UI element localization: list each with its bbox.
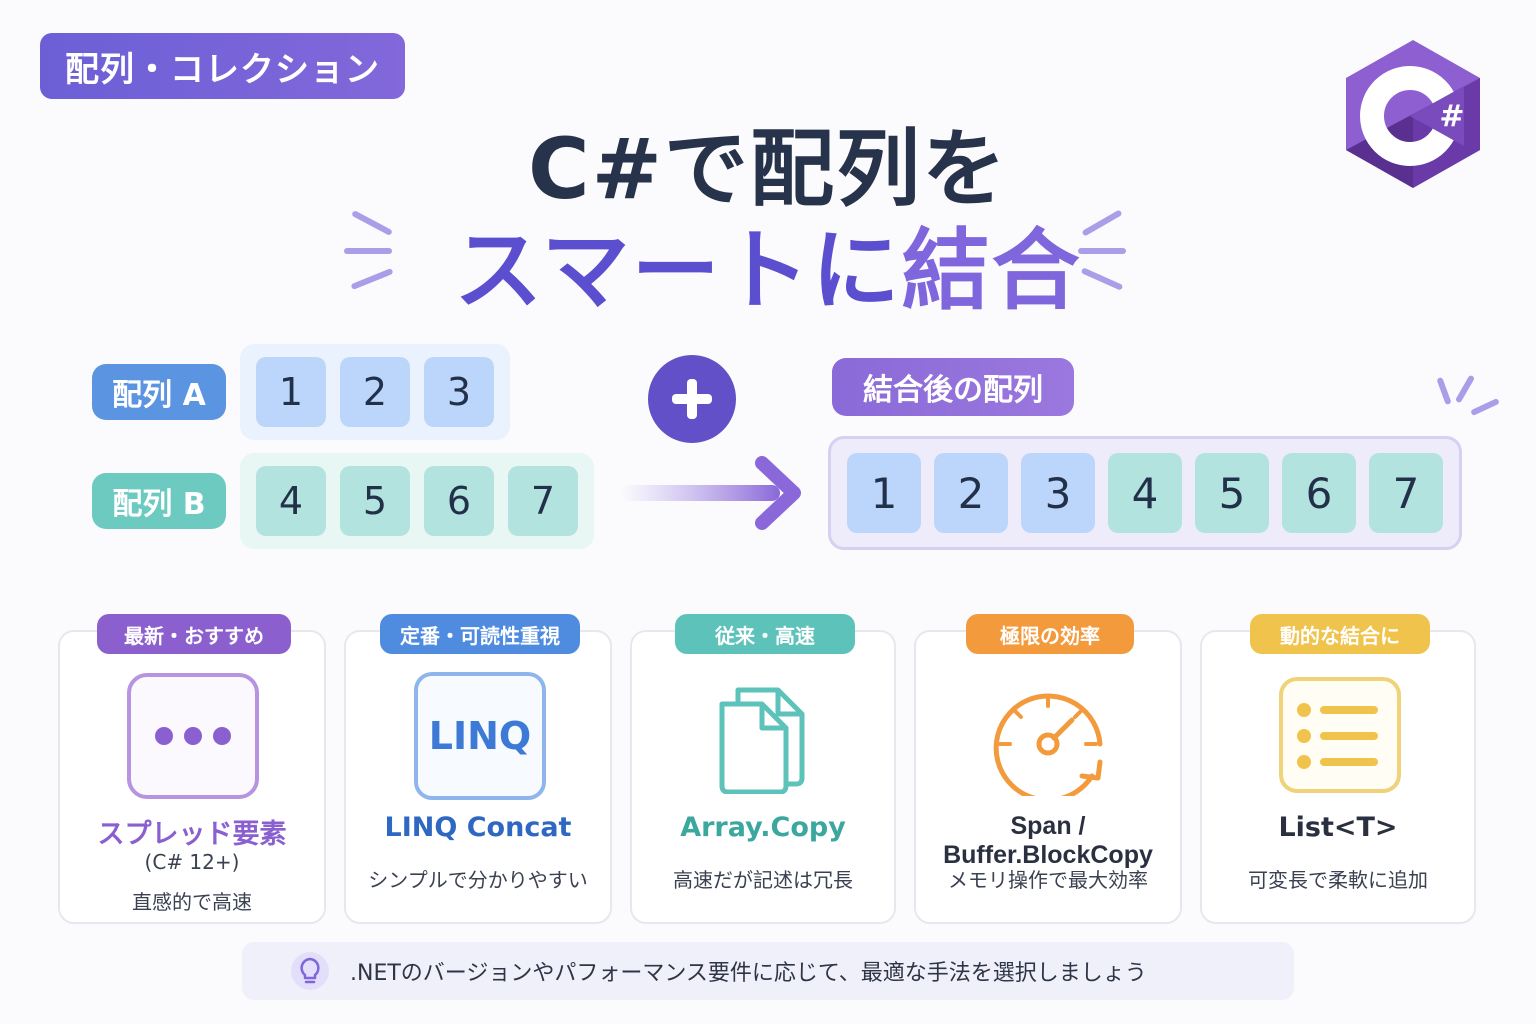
card-description: 可変長で柔軟に追加 (1248, 868, 1428, 892)
tip-text: .NETのバージョンやパフォーマンス要件に応じて、最適な手法を選択しましょう (350, 961, 1147, 986)
tip-bar: .NETのバージョンやパフォーマンス要件に応じて、最適な手法を選択しましょう (242, 942, 1294, 1000)
array-b-cell: 5 (340, 466, 410, 536)
result-label: 結合後の配列 (832, 358, 1074, 416)
array-a-label: 配列 A (92, 364, 226, 420)
array-a-cell: 3 (424, 357, 494, 427)
card-badge: 定番・可読性重視 (380, 614, 580, 654)
title-accent: 結合 (901, 219, 1082, 322)
arrow-right-icon (620, 456, 801, 530)
card-title: Array.Copy (680, 812, 846, 843)
array-a-track: 1 2 3 (240, 344, 510, 440)
card-spread: 最新・おすすめ スプレッド要素 (C# 12+) 直感的で高速 (58, 614, 326, 924)
copy-documents-icon (719, 687, 805, 794)
array-b-label: 配列 B (92, 473, 226, 529)
array-a-cell: 2 (340, 357, 410, 427)
linq-icon: LINQ (414, 672, 546, 800)
category-tag: 配列・コレクション (40, 33, 405, 99)
array-b-cell: 4 (256, 466, 326, 536)
result-cell: 2 (934, 453, 1008, 533)
page-title-line1: C#で配列を (527, 120, 1009, 218)
result-cell: 1 (847, 453, 921, 533)
linq-icon-label: LINQ (428, 714, 532, 758)
array-b-cell: 7 (508, 466, 578, 536)
card-description: 高速だが記述は冗長 (673, 868, 853, 892)
card-title: Span / Buffer.BlockCopy (943, 812, 1153, 869)
lightbulb-icon (291, 952, 329, 990)
speedometer-icon (993, 693, 1103, 796)
card-title: スプレッド要素 (97, 819, 287, 850)
card-description: メモリ操作で最大効率 (948, 868, 1148, 892)
title-main: スマートに (454, 219, 902, 322)
result-cell: 3 (1021, 453, 1095, 533)
card-title: LINQ Concat (384, 812, 572, 843)
card-list: 動的な結合に List<T> 可変長で柔軟に追加 (1200, 614, 1476, 924)
list-icon (1279, 677, 1401, 793)
logo-hash: # (1439, 99, 1464, 134)
plus-icon (648, 355, 736, 443)
sparkle-right-icon (1070, 209, 1130, 292)
card-badge: 従来・高速 (675, 614, 855, 654)
ellipsis-icon (127, 673, 259, 799)
result-cell: 7 (1369, 453, 1443, 533)
card-linq: 定番・可読性重視 LINQ LINQ Concat シンプルで分かりやすい (344, 614, 612, 924)
page-title-line2: スマートに結合 (0, 200, 1536, 327)
result-cell: 5 (1195, 453, 1269, 533)
array-b-track: 4 5 6 7 (240, 453, 594, 549)
card-subtitle: (C# 12+) (144, 850, 240, 874)
result-track: 1 2 3 4 5 6 7 (828, 436, 1462, 550)
card-badge: 動的な結合に (1250, 614, 1430, 654)
card-badge: 最新・おすすめ (97, 614, 291, 654)
card-description: シンプルで分かりやすい (368, 868, 588, 892)
card-array-copy: 従来・高速 Array.Copy 高速だが記述は冗長 (630, 614, 896, 924)
result-cell: 6 (1282, 453, 1356, 533)
csharp-hexagon-logo: # (1346, 40, 1480, 188)
array-b-cell: 6 (424, 466, 494, 536)
result-cell: 4 (1108, 453, 1182, 533)
result-sparkle-icon (1430, 372, 1500, 422)
card-badge: 極限の効率 (966, 614, 1134, 654)
card-description: 直感的で高速 (132, 890, 252, 914)
sparkle-left-icon (340, 210, 400, 292)
array-a-cell: 1 (256, 357, 326, 427)
card-title: List<T> (1278, 812, 1398, 843)
card-span: 極限の効率 Span / Buffer.BlockCopy メモリ操作で最大効率 (914, 614, 1182, 924)
